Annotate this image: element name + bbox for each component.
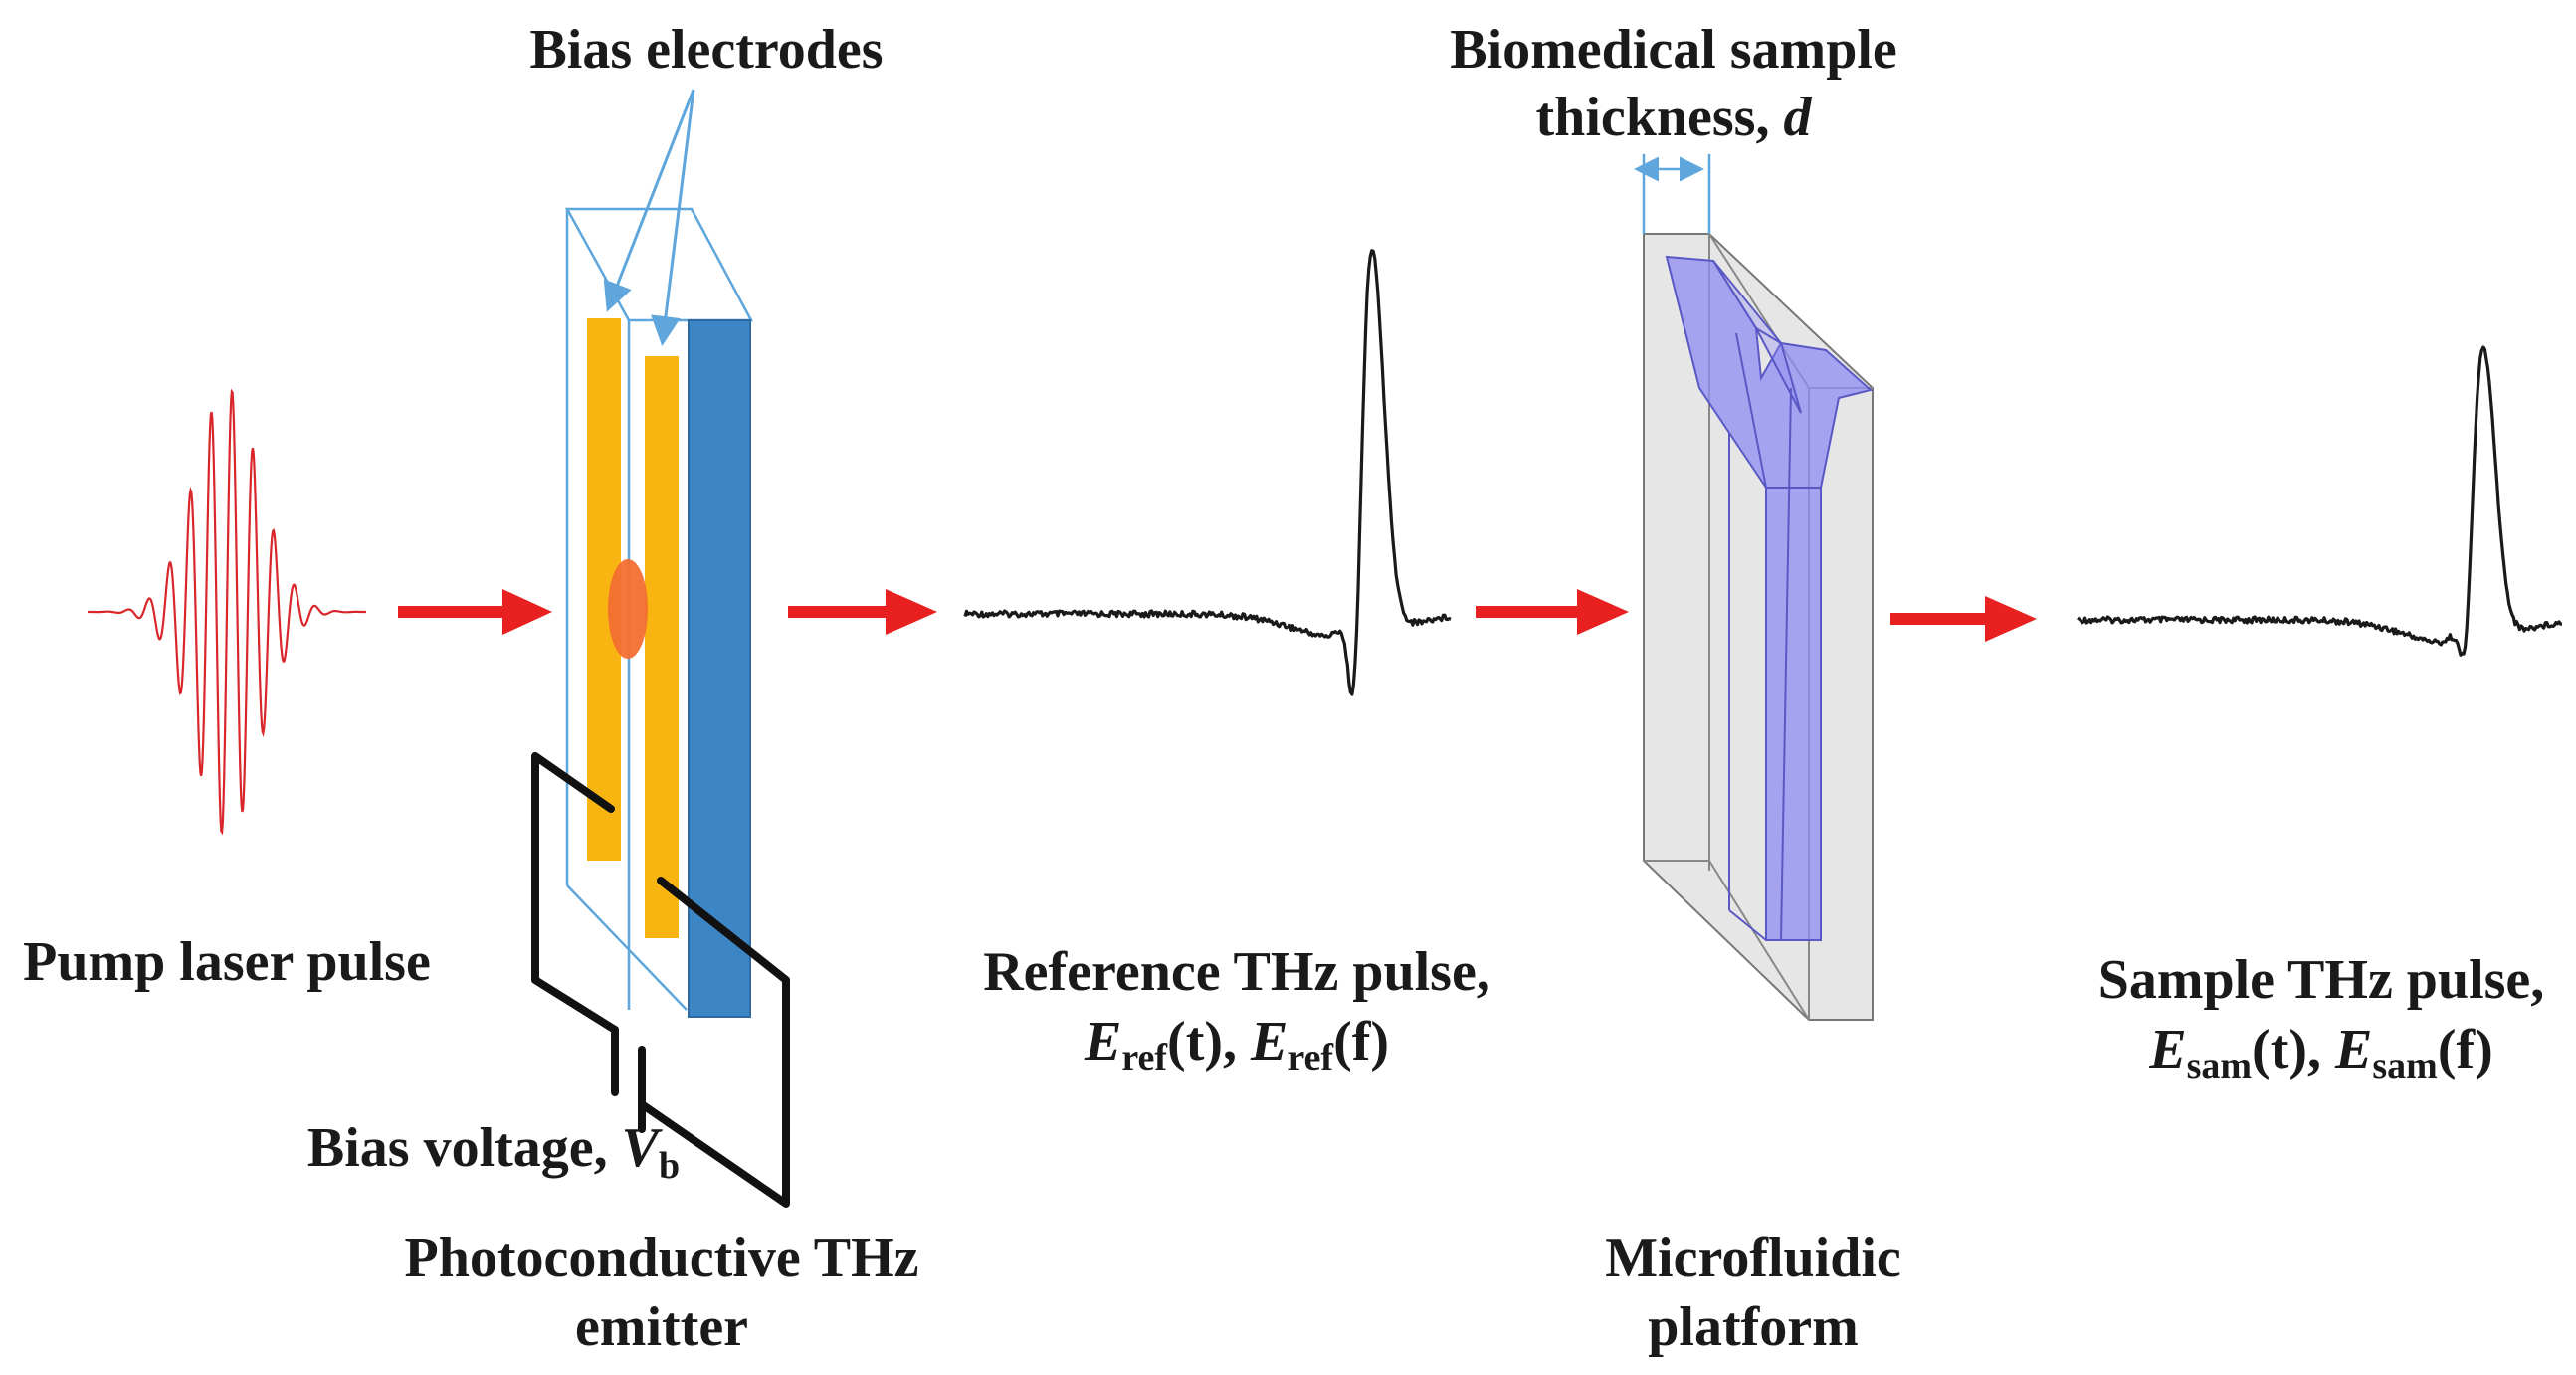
flow-arrow-4 [1890,596,2037,642]
bias-circuit [531,752,790,1208]
sample-thz-waveform [2077,345,2563,657]
microfluidic-channel [1665,255,1874,941]
label-sample-thickness-line2: thickness, d [1536,87,1813,148]
emitter-blue-substrate [688,319,751,1018]
reference-thz-waveform [963,249,1452,696]
label-pump-laser-pulse: Pump laser pulse [23,931,431,993]
label-bias-electrodes: Bias electrodes [529,19,883,81]
label-platform-line1: Microfluidic [1605,1227,1901,1288]
label-sample-pulse-line1: Sample THz pulse, [2098,949,2545,1011]
label-sample-thickness-line1: Biomedical sample [1450,19,1897,81]
label-reference-pulse-line2: Eref(t), Eref(f) [1084,1011,1389,1079]
flow-arrow-2 [788,589,937,635]
flow-arrow-3 [1476,589,1629,635]
label-bias-voltage: Bias voltage, Vb [307,1117,680,1187]
label-sample-pulse-line2: Esam(t), Esam(f) [2148,1019,2493,1086]
label-emitter-line1: Photoconductive THz [405,1227,919,1288]
thickness-dimension-marker [1634,154,1711,234]
microfluidic-platform [1634,154,1874,1021]
flow-arrow-1 [398,589,552,635]
pump-laser-pulse-waveform [88,388,366,836]
label-reference-pulse-line1: Reference THz pulse, [983,941,1490,1003]
electrode-pointer-arrows [603,89,695,346]
bias-electrode-right [645,356,679,938]
laser-spot [608,559,648,659]
label-emitter-line2: emitter [575,1296,748,1358]
label-platform-line2: platform [1648,1296,1859,1358]
photoconductive-emitter [564,89,754,1018]
